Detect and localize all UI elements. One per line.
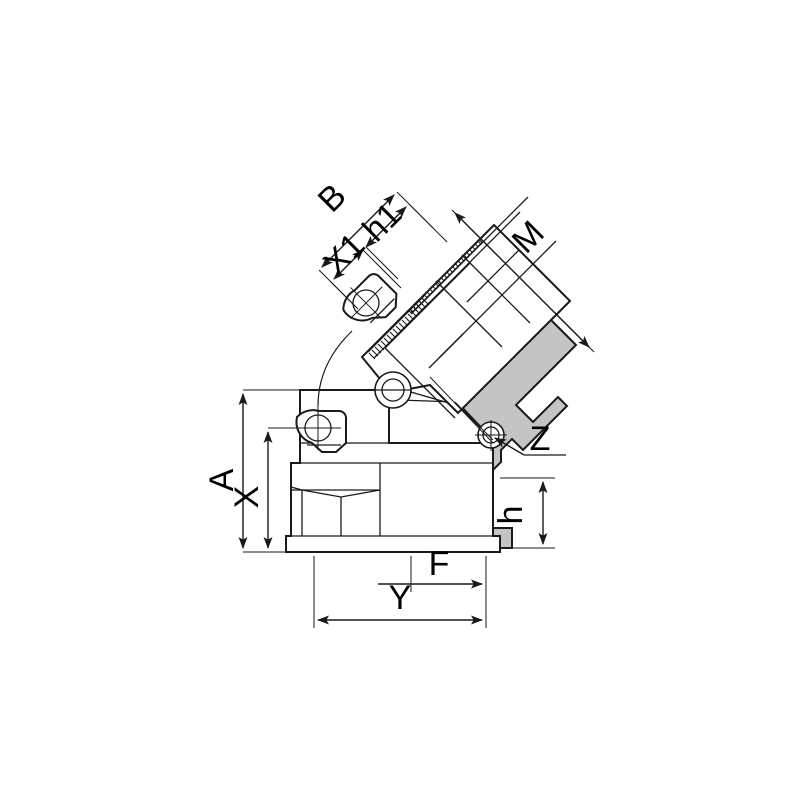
left-lug: [295, 406, 347, 453]
dimension-label-X: X: [228, 486, 266, 509]
center-lug: [374, 371, 412, 409]
dimension-label-A: A: [203, 468, 241, 491]
terminal-wire: [317, 330, 353, 407]
dimension-label-h1: h1: [355, 195, 409, 249]
dimension-label-Y: Y: [389, 579, 412, 617]
dimension-label-F: F: [429, 545, 450, 583]
dimension-Y: Y: [313, 556, 487, 628]
dimension-h1: h1: [355, 195, 448, 289]
dimension-X: X: [228, 427, 296, 553]
coil-band-lower: [367, 295, 431, 360]
dimension-A: A: [203, 389, 300, 553]
dimension-label-h: h: [492, 506, 530, 525]
dimension-label-X1: X1: [316, 226, 372, 282]
dimension-h: h: [492, 477, 555, 549]
branch-lug: [342, 273, 398, 324]
dimension-label-Z: Z: [530, 420, 551, 458]
construction-lines: [429, 376, 494, 444]
dimension-Z: Z: [494, 420, 566, 458]
dimension-label-B: B: [311, 177, 354, 220]
